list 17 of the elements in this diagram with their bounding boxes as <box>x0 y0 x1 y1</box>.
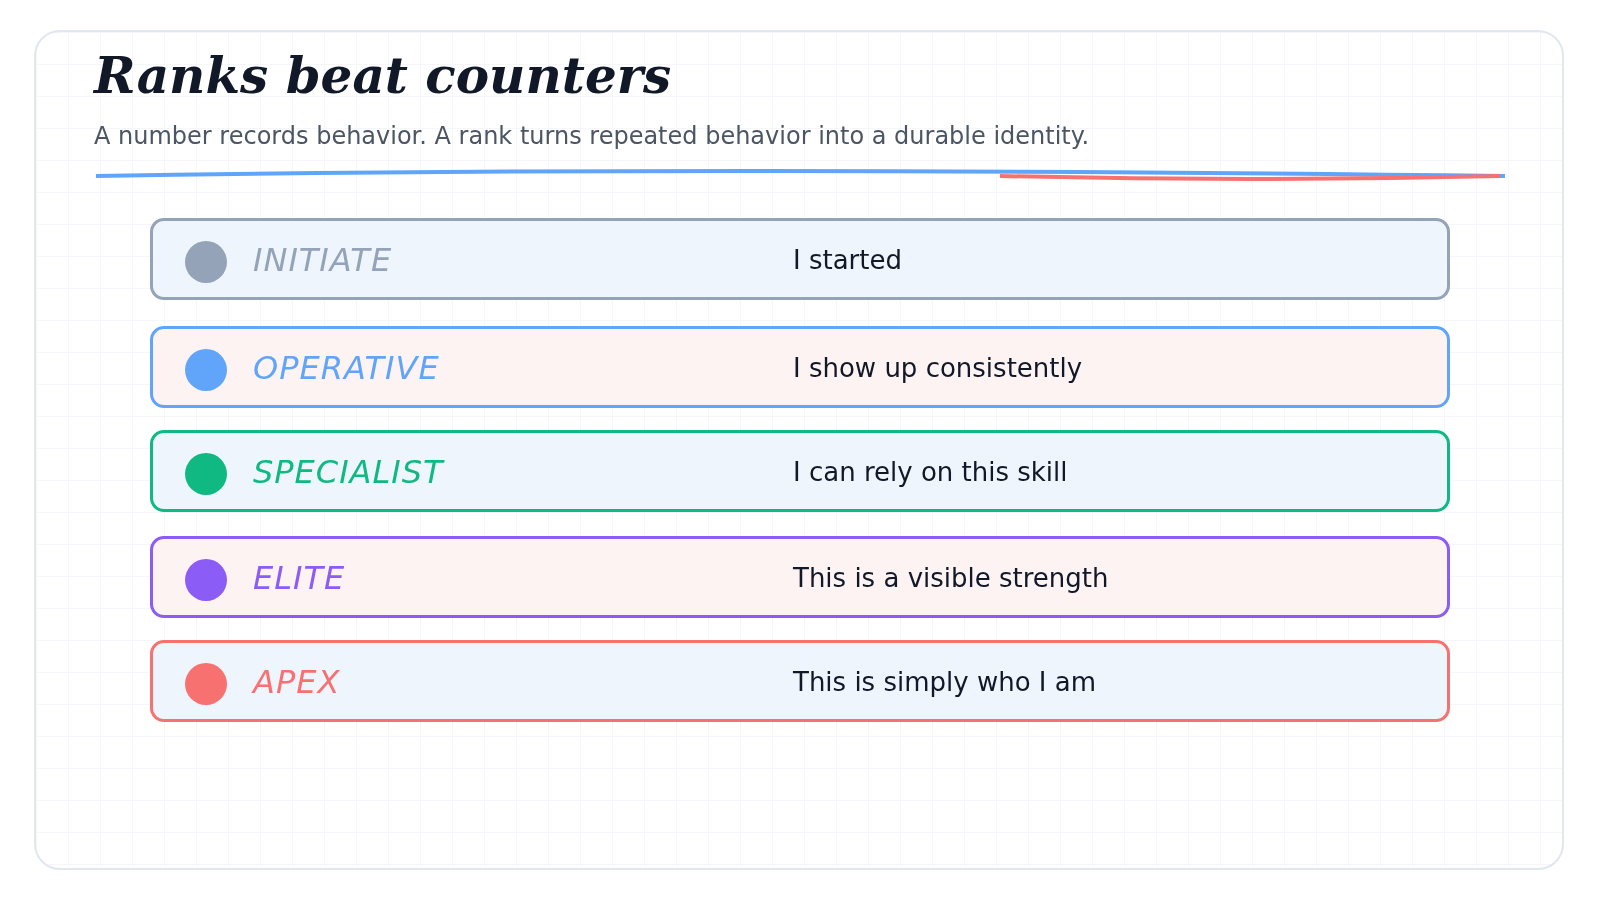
rank-box <box>150 640 1450 722</box>
subtitle: A number records behavior. A rank turns repeated behavior into a durable identity. <box>94 122 1090 150</box>
rank-name: SPECIALIST <box>253 453 444 491</box>
rank-description: I can rely on this skill <box>793 457 1068 487</box>
rank-box <box>150 430 1450 512</box>
rank-box <box>150 536 1450 618</box>
rank-name: OPERATIVE <box>253 349 440 387</box>
title: Ranks beat counters <box>94 46 672 105</box>
rank-name: APEX <box>253 663 341 701</box>
rank-box <box>150 218 1450 300</box>
rank-name: ELITE <box>253 559 346 597</box>
rank-description: This is simply who I am <box>793 667 1096 697</box>
rank-description: I started <box>793 245 902 275</box>
rank-box <box>150 326 1450 408</box>
rank-description: I show up consistently <box>793 353 1083 383</box>
rank-name: INITIATE <box>253 241 393 279</box>
rank-description: This is a visible strength <box>793 563 1109 593</box>
